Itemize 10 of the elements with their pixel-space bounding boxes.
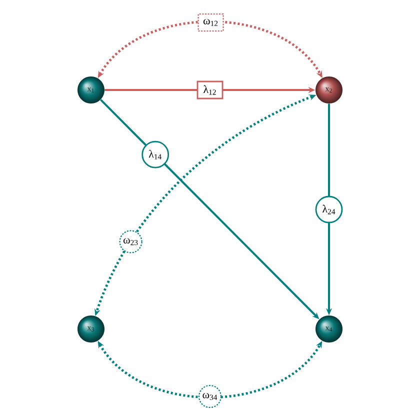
edge-label: ω$_{12}$ [198,13,224,32]
edge-label: λ$_{24}$ [315,196,343,224]
node-label: x$_{1}$ [87,88,94,92]
node-label: x$_{2}$ [325,88,332,92]
edge-label: λ$_{14}$ [142,140,170,168]
node-label: x$_{3}$ [87,326,94,332]
edge-label: ω$_{34}$ [198,384,222,408]
edge-label: ω$_{23}$ [119,230,142,254]
edge-label: λ$_{12}$ [196,80,224,100]
node-label: x$_{4}$ [325,326,332,332]
